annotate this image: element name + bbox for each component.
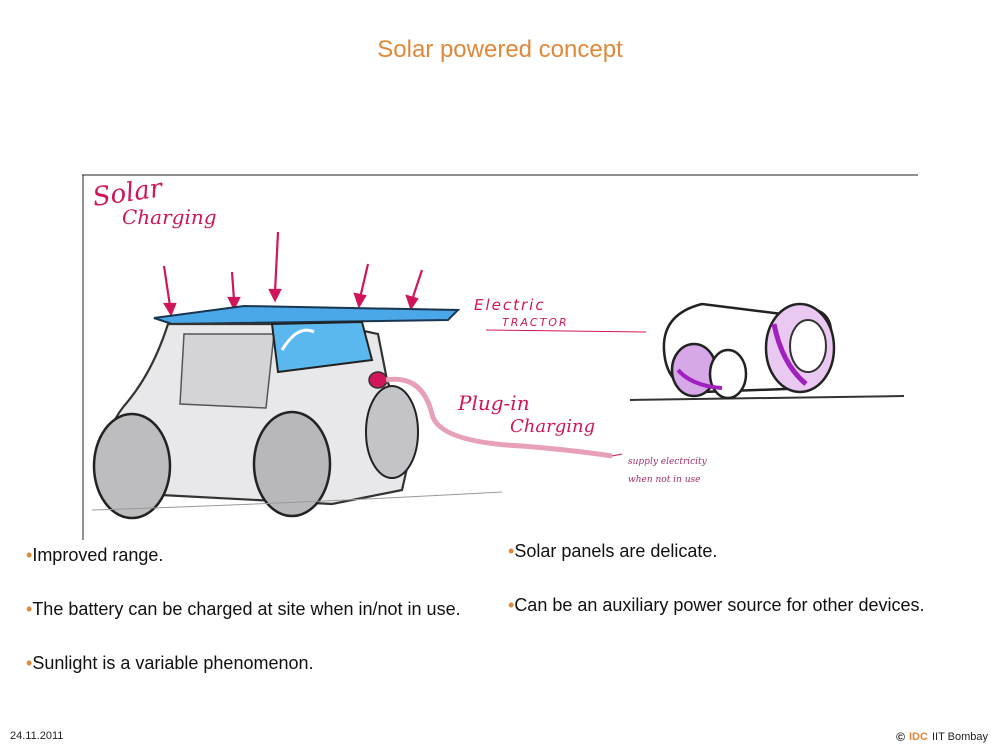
bullet-item: •The battery can be charged at site when… (26, 596, 496, 623)
left-bullet-list: •Improved range. •The battery can be cha… (26, 542, 496, 704)
tractor-label: TRACTOR (502, 316, 569, 329)
bullet-text: Can be an auxiliary power source for oth… (514, 595, 925, 615)
plug-in-label: Plug-in (457, 391, 530, 415)
bullet-dot: • (26, 545, 33, 565)
charging-plug (368, 371, 388, 389)
sketch-illustration: Solar Charging (82, 174, 918, 540)
car-side-window (179, 333, 275, 409)
tractor-underline (485, 329, 647, 333)
electric-tractor-sketch (629, 302, 905, 401)
note-arrow (611, 453, 623, 457)
bullet-dot: • (26, 599, 33, 619)
bullet-text: Improved range. (32, 545, 164, 565)
sunlight-arrows (162, 231, 424, 317)
charging-label: Charging (122, 205, 217, 229)
bullet-item: •Sunlight is a variable phenomenon. (26, 650, 496, 677)
ground-line (91, 491, 503, 511)
copyright-icon: © (896, 730, 905, 744)
charging-cable (385, 376, 613, 459)
brand-institute: IIT Bombay (931, 731, 988, 743)
footer-date: 24.11.2011 (10, 730, 64, 742)
note-line-1: supply electricity (628, 457, 708, 467)
bullet-text: Sunlight is a variable phenomenon. (32, 653, 314, 673)
footer-brand: © IDC IIT Bombay (896, 730, 988, 744)
bullet-item: •Can be an auxiliary power source for ot… (508, 592, 928, 619)
window-rotate-arrow (280, 328, 315, 351)
bullet-item: •Solar panels are delicate. (508, 538, 928, 565)
solar-panel (153, 304, 461, 326)
car-wheel-front (92, 412, 172, 520)
electric-label: Electric (474, 296, 546, 314)
bullet-text: Solar panels are delicate. (514, 541, 718, 561)
bullet-text: The battery can be charged at site when … (32, 599, 461, 619)
note-line-2: when not in use (628, 475, 700, 485)
car-wheel-rear-right (365, 385, 419, 479)
plug-charging-label: Charging (510, 416, 595, 437)
car-wheel-rear-left (252, 410, 332, 518)
right-bullet-list: •Solar panels are delicate. •Can be an a… (508, 538, 928, 646)
bullet-item: •Improved range. (26, 542, 496, 569)
bullet-dot: • (26, 653, 33, 673)
concept-sketch: Solar Charging (82, 174, 918, 542)
slide-title: Solar powered concept (377, 36, 623, 63)
bullet-dot: • (508, 595, 515, 615)
bullet-dot: • (508, 541, 515, 561)
brand-idc: IDC (909, 731, 928, 743)
